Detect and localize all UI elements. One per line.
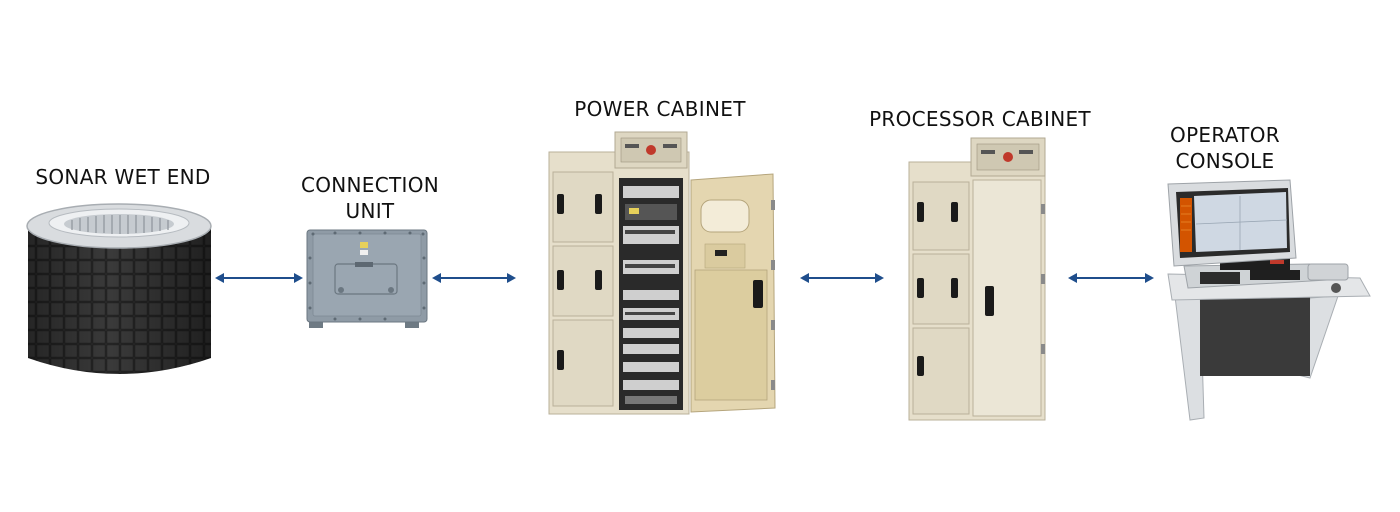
label-connection-unit: CONNECTION UNIT [300,173,440,223]
label-sonar-wet-end: SONAR WET END [35,165,211,189]
sonar-wet-end-image [22,190,217,385]
connection-unit-image [305,228,430,330]
double-arrow-processor-operator [1068,270,1154,286]
power-cabinet-image [545,130,780,420]
label-processor-cabinet: PROCESSOR CABINET [869,107,1091,131]
double-arrow-connection-power [432,270,516,286]
operator-console-image [1160,178,1375,423]
label-operator-console: OPERATOR CONSOLE [1170,123,1280,173]
double-arrow-power-processor [800,270,884,286]
label-power-cabinet: POWER CABINET [574,97,746,121]
double-arrow-sonar-connection [215,270,303,286]
processor-cabinet-image [905,134,1050,424]
